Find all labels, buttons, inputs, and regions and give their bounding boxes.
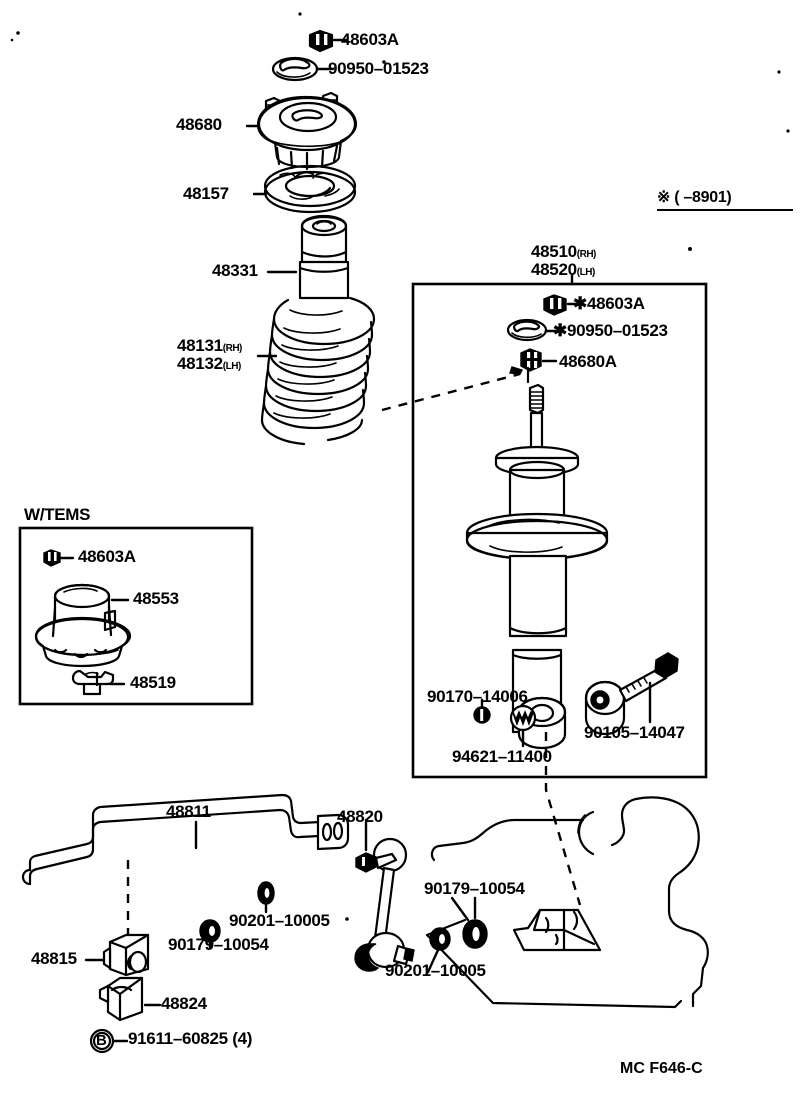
- label-wtems-title: W/TEMS: [24, 505, 91, 524]
- bolt-marker-b-art: [89, 1028, 129, 1054]
- label-48603a-panel: ✱48603A: [573, 294, 645, 313]
- label-48331: 48331: [212, 261, 258, 280]
- label-bolt-marker-b: B: [96, 1032, 107, 1049]
- label-48680a: 48680A: [559, 352, 617, 371]
- tems-nut-art: [43, 549, 75, 567]
- label-48510-rh: 48510(RH): [531, 242, 596, 261]
- label-48553: 48553: [133, 589, 179, 608]
- label-48815: 48815: [31, 949, 77, 968]
- label-48603a-tems: 48603A: [78, 547, 136, 566]
- diagram-code: MC F646-C: [620, 1060, 703, 1077]
- bracket-48815-art: [84, 933, 150, 977]
- stabilizer-link-48820-art: [354, 818, 415, 972]
- label-94621-11400: 94621–11400: [452, 747, 552, 766]
- label-90201-10005-bar: 90201–10005: [229, 911, 330, 930]
- label-90179-10054-link: 90179–10054: [424, 879, 525, 898]
- strut-assembly-art: [465, 383, 609, 750]
- label-48603a-top: 48603A: [341, 30, 399, 49]
- label-48820: 48820: [337, 807, 383, 826]
- coil-spring-art: [256, 296, 376, 446]
- label-48824: 48824: [161, 994, 207, 1013]
- tems-actuator-48553-art: [34, 583, 132, 668]
- label-90950-top: 90950–01523: [328, 59, 429, 78]
- strut-to-knuckle-dashline: [544, 732, 582, 906]
- label-48519: 48519: [130, 673, 176, 692]
- knuckle-outline-art: [425, 796, 709, 1009]
- spring-seat-48157-art: [252, 164, 357, 214]
- assembly-pointer: [381, 366, 530, 412]
- bearing-90950-top-art: [271, 56, 335, 82]
- bolt-90105-art: [584, 652, 679, 736]
- nut-90179-link-art: [450, 896, 488, 949]
- label-48811: 48811: [166, 802, 211, 821]
- label-90201-10005-link: 90201–10005: [385, 961, 486, 980]
- bearing-90950-panel-art: [506, 318, 558, 342]
- washer-90201-bar-art: [199, 919, 221, 950]
- tems-bracket-48519-art: [71, 669, 126, 696]
- label-91611-60825: 91611–60825 (4): [128, 1029, 253, 1048]
- support-48680a-panel-art: [520, 348, 558, 372]
- label-90179-10054-bar: 90179–10054: [168, 935, 269, 954]
- label-48131-rh: 48131(RH): [177, 336, 242, 355]
- stabilizer-bar-48811-art: [21, 793, 350, 886]
- label-48132-lh: 48132(LH): [177, 354, 241, 373]
- tems-box-frame: [18, 526, 254, 706]
- nut-48603a-top-art: [308, 29, 348, 53]
- bushing-48824-art: [98, 976, 162, 1022]
- washer-94621-art: [509, 704, 537, 748]
- label-48680: 48680: [176, 115, 222, 134]
- label-48520-lh: 48520(LH): [531, 260, 595, 279]
- label-90950-panel: ✱90950–01523: [553, 321, 668, 340]
- nut-48603a-panel-art: [543, 294, 579, 316]
- support-48680-art: [245, 91, 358, 171]
- strut-detail-panel-frame: [411, 282, 708, 779]
- nut-90179-bar-art: [257, 881, 275, 914]
- label-90170-14006: 90170–14006: [427, 687, 528, 706]
- label-48157: 48157: [183, 184, 229, 203]
- print-specks: [10, 12, 790, 921]
- label-90105-14047: 90105–14047: [584, 723, 685, 742]
- nut-90170-art: [473, 698, 491, 724]
- bumper-48331-art: [266, 214, 350, 300]
- label-note-header: ※ ( –8901): [657, 189, 793, 211]
